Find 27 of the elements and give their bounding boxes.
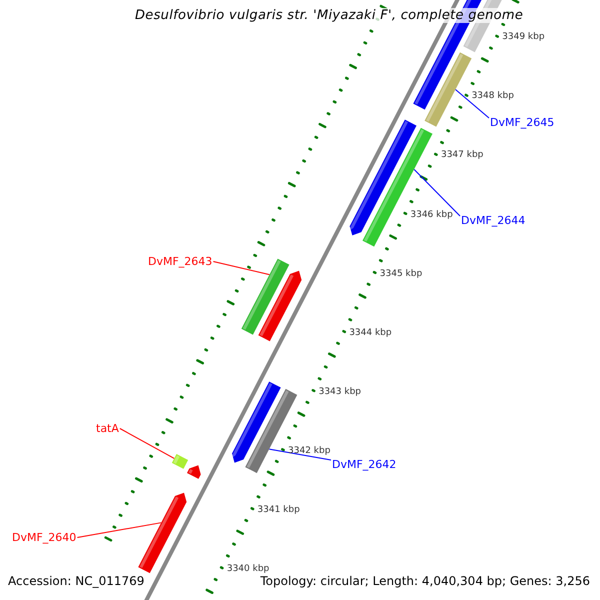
scale-label: 3349 kbp bbox=[502, 32, 545, 42]
gene-feature bbox=[424, 52, 472, 127]
gene-feature bbox=[362, 128, 432, 247]
leader-line bbox=[119, 428, 175, 459]
accession-text: Accession: NC_011769 bbox=[8, 574, 144, 588]
gene-feature bbox=[138, 492, 187, 574]
gene-label: DvMF_2643 bbox=[148, 255, 212, 268]
leader-line bbox=[454, 88, 490, 118]
scale-label: 3342 kbp bbox=[288, 446, 330, 456]
summary-text: Topology: circular; Length: 4,040,304 bp; Genes: 3,256 bbox=[260, 574, 590, 588]
scale-label: 3348 kbp bbox=[472, 91, 514, 102]
gene-feature bbox=[241, 258, 290, 335]
gene-label: DvMF_2645 bbox=[490, 116, 554, 129]
scale-label: 3347 kbp bbox=[440, 150, 484, 160]
gene-label: tatA bbox=[96, 422, 119, 435]
leader-line bbox=[268, 448, 332, 460]
leader-line bbox=[212, 261, 270, 276]
gene-feature bbox=[172, 454, 188, 469]
scale-label: 3346 kbp bbox=[410, 210, 453, 220]
leader-line bbox=[76, 522, 162, 538]
gene-label: DvMF_2640 bbox=[12, 531, 76, 544]
leader-line bbox=[414, 168, 460, 216]
scale-label: 3344 kbp bbox=[349, 328, 392, 338]
gene-label: DvMF_2642 bbox=[332, 458, 396, 471]
gene-label: DvMF_2644 bbox=[461, 214, 526, 227]
scale-label: 3341 kbp bbox=[257, 504, 300, 515]
scale-label: 3340 kbp bbox=[226, 564, 270, 574]
